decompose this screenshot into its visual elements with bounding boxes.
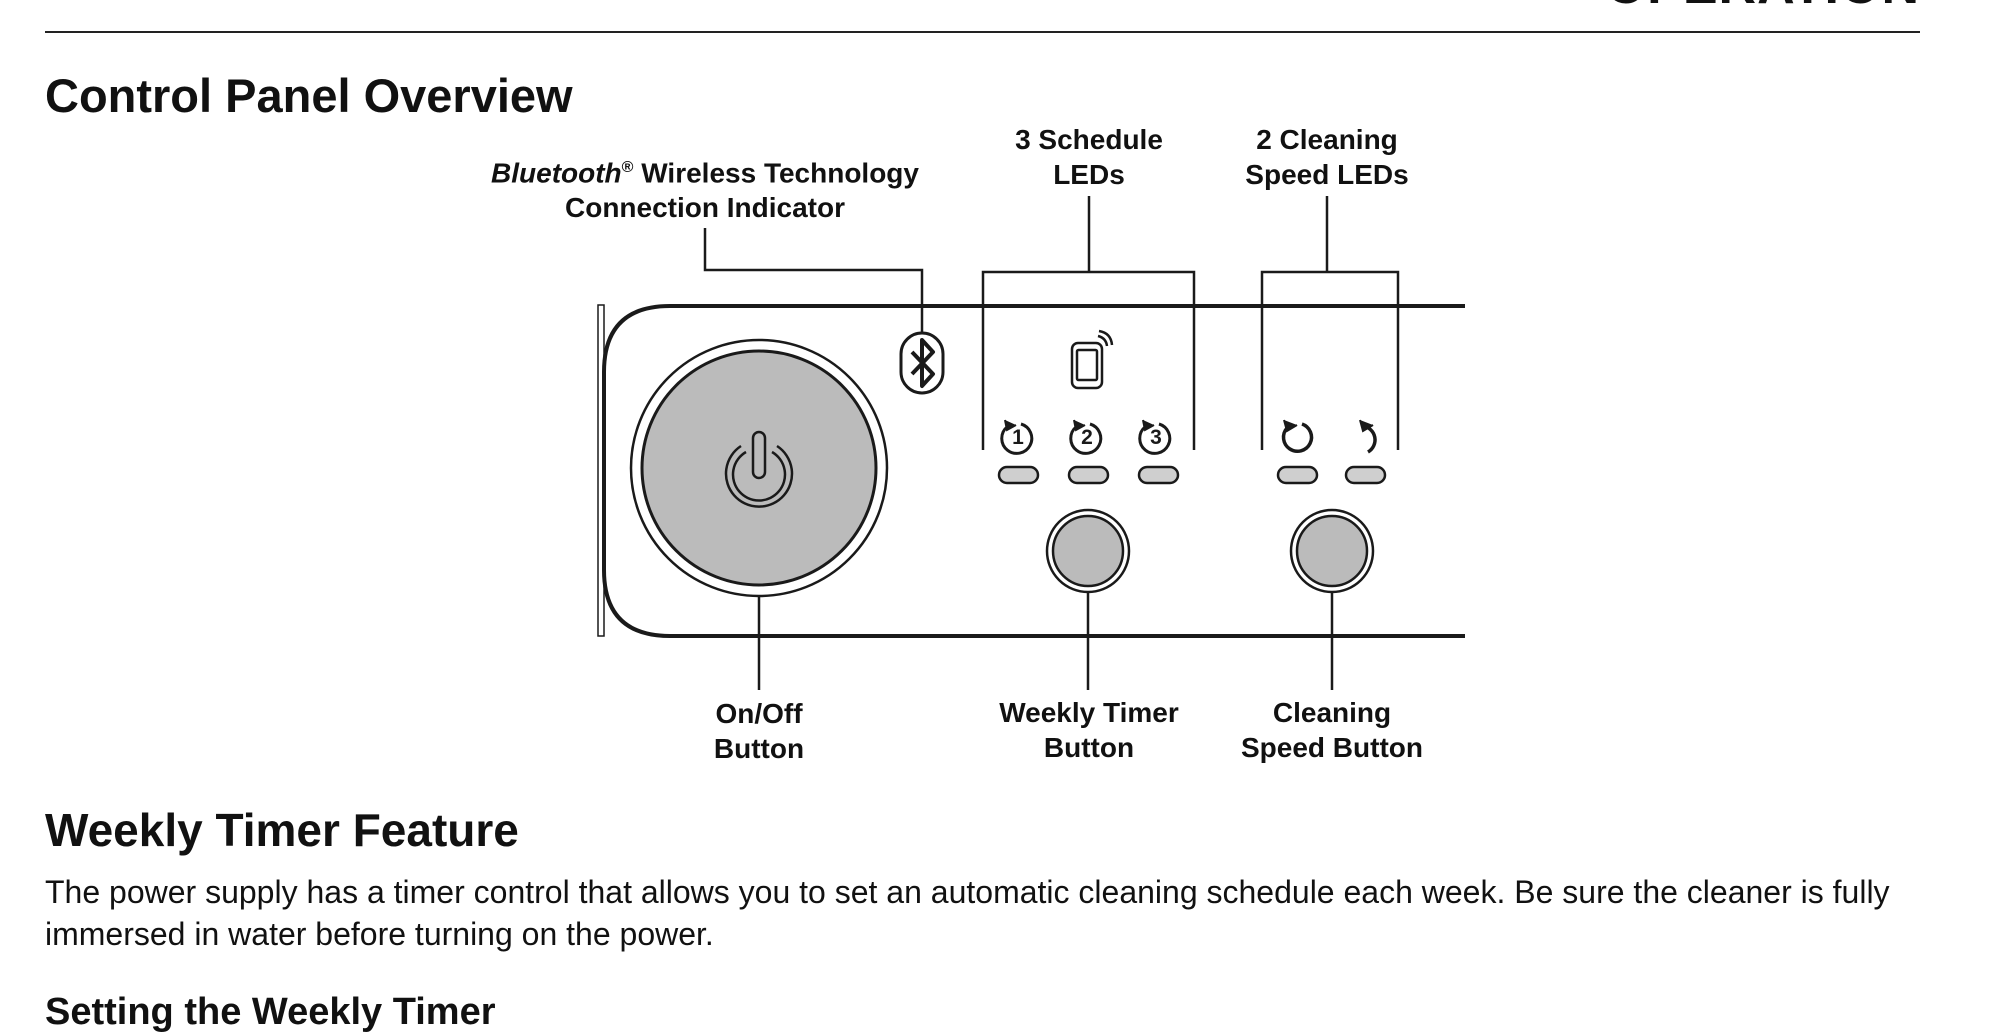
setting-weekly-timer-heading: Setting the Weekly Timer — [45, 991, 496, 1033]
weekly-timer-callout: Weekly Timer Button — [969, 695, 1209, 765]
schedule-leds — [997, 465, 1180, 485]
speed-bracket — [1260, 270, 1400, 450]
schedule-bracket — [981, 270, 1196, 450]
cleaning-speed-callout: Cleaning Speed Button — [1207, 695, 1457, 765]
speed-leds — [1276, 465, 1387, 485]
panel-back-edge — [597, 304, 605, 637]
bluetooth-line1: Wireless Technology — [633, 157, 919, 189]
bluetooth-line2: Connection Indicator — [565, 192, 845, 224]
onoff-callout-line2: Button — [713, 733, 805, 764]
timer-callout-line1: Weekly Timer — [999, 697, 1179, 728]
schedule-icons — [1000, 419, 1172, 455]
schedule-leds-callout: 3 Schedule LEDs — [989, 122, 1189, 192]
cleaning-speed-button[interactable] — [1295, 514, 1369, 588]
speed-led-1 — [1276, 465, 1319, 485]
schedule-led-2 — [1067, 465, 1110, 485]
onoff-callout-line1: On/Off — [715, 698, 803, 729]
cleaning-callout-line2: Speed Button — [1241, 732, 1423, 763]
speed-standard-icon — [1281, 419, 1314, 453]
weekly-timer-paragraph: The power supply has a timer control tha… — [45, 874, 1890, 952]
onoff-button-callout: On/Off Button — [659, 696, 859, 766]
bluetooth-icon — [910, 338, 935, 388]
speed-leds-callout: 2 Cleaning Speed LEDs — [1217, 122, 1437, 192]
power-icon — [724, 430, 794, 508]
schedule-callout-line2: LEDs — [1053, 159, 1125, 190]
schedule-callout-line1: 3 Schedule — [1015, 124, 1163, 155]
schedule-1-icon — [1000, 419, 1034, 455]
speed-led-2 — [1344, 465, 1387, 485]
bluetooth-brand: Bluetooth — [491, 157, 622, 189]
cleaning-callout-line1: Cleaning — [1272, 697, 1392, 728]
speed-reverse-icon — [1359, 419, 1377, 454]
schedule-led-1 — [997, 465, 1040, 485]
schedule-1-number: 1 — [1012, 426, 1024, 449]
timer-callout-line2: Button — [1043, 732, 1135, 763]
bluetooth-leader — [703, 228, 924, 333]
weekly-timer-title: Weekly Timer Feature — [45, 804, 519, 856]
weekly-timer-button[interactable] — [1051, 514, 1125, 588]
bluetooth-callout: Bluetooth® Wireless Technology Connectio… — [465, 150, 945, 225]
control-panel-title: Control Panel Overview — [45, 69, 573, 122]
speed-callout-line2: Speed LEDs — [1245, 159, 1409, 190]
schedule-2-number: 2 — [1081, 426, 1093, 449]
schedule-led-3 — [1137, 465, 1180, 485]
section-header: OPERATION — [1580, 0, 1920, 12]
speed-callout-line1: 2 Cleaning — [1256, 124, 1398, 155]
schedule-2-icon — [1069, 419, 1103, 455]
header-rule — [45, 31, 1920, 33]
schedule-3-icon — [1138, 419, 1172, 455]
registered-mark: ® — [621, 159, 634, 176]
smartphone-wireless-icon — [1070, 329, 1114, 390]
schedule-3-number: 3 — [1150, 426, 1162, 449]
